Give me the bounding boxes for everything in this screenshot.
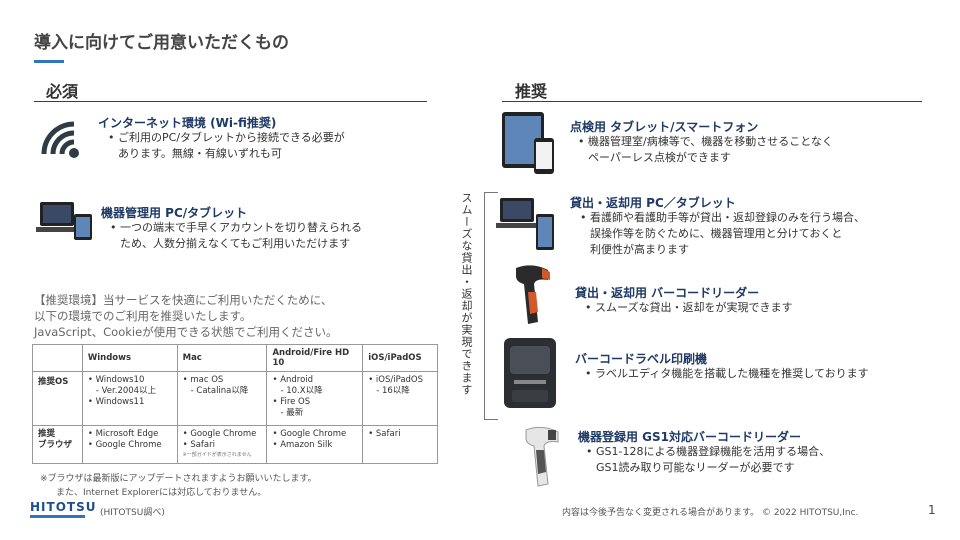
cell-text: Microsoft Edge [95,429,159,439]
gs1-barcode-reader-icon [522,424,562,488]
smooth-lending-vertical-label: スムーズな貸出・返却が実現できます [460,192,473,396]
source-note: (HITOTSU調べ) [100,508,165,518]
table-cell: • Windows10 - Ver.2004以上 • Windows11 [81,371,178,426]
cell-text: Safari [375,429,401,439]
cell-text: Amazon Silk [280,440,333,450]
table-row-os: 推奨OS • Windows10 - Ver.2004以上 • Windows1… [32,371,438,426]
table-row-browser: 推奨 ブラウザ • Microsoft Edge • Google Chrome… [32,425,438,464]
env-note-line: 【推奨環境】当サービスを快適にご利用いただくために、 [34,293,333,307]
laptop-tablet-icon [34,200,96,242]
cell-text: Windows10 [95,375,145,385]
required-rule [34,101,427,102]
pc-bullet-cont: ため、人数分揃えなくてもご利用いただけます [120,237,351,250]
table-header-cell [32,344,83,372]
pc-bullet-text: 一つの端末で手早くアカウントを切り替えられる [120,221,362,234]
environment-table: Windows Mac Android/Fire HD 10 iOS/iPadO… [32,344,438,464]
required-heading: 必須 [46,82,79,101]
rec-item-bullet: •GS1-128による機器登録機能を活用する場合、 GS1読み取り可能なリーダー… [586,445,831,474]
copyright: 内容は今後予告なく変更される場合があります。 © 2022 HITOTSU,In… [562,508,859,518]
pc-title: 機器管理用 PC/タブレット [101,206,248,220]
table-cell: • Google Chrome • Amazon Silk [266,425,364,464]
bullet-cont: 利便性が高まります [590,243,689,256]
cell-text: Windows11 [95,397,145,407]
laptop-tablet-icon [494,196,556,254]
rec-item-bullet: •スムーズな貸出・返却をが実現できます [585,301,793,314]
rec-item-bullet: •ラベルエディタ機能を搭載した機種を推奨しております [585,367,869,380]
internet-title: インターネット環境 (Wi-fi推奨) [98,116,277,130]
env-note: 【推奨環境】当サービスを快適にご利用いただくために、 以下の環境でのご利用を推奨… [34,292,337,340]
pc-bullet: •一つの端末で手早くアカウントを切り替えられる ため、人数分揃えなくてもご利用い… [110,221,362,250]
rec-item-title: 点検用 タブレット/スマートフォン [570,120,759,134]
cell-text: - 最新 [280,408,304,418]
cell-text: Google Chrome [280,429,347,439]
page-title: 導入に向けてご用意いただくもの [34,33,289,53]
internet-bullet: •ご利用のPC/タブレットから接続できる必要が あります。無線・有線いずれも可 [108,131,345,160]
cell-text: mac OS [190,375,224,385]
bullet-text: 看護師や看護助手等が貸出・返却登録のみを行う場合、 [590,211,865,224]
cell-note: ※一部ガイドが表示されません [182,452,252,458]
ie-footnote: また、Internet Explorerには対応しておりません。 [56,488,267,498]
env-note-line: JavaScript、Cookieが使用できる状態でご利用ください。 [34,325,338,339]
recommended-heading: 推奨 [515,82,548,101]
bullet-text: スムーズな貸出・返却をが実現できます [595,301,793,314]
rec-item-title: 貸出・返却用 PC／タブレット [570,196,736,210]
table-header-row: Windows Mac Android/Fire HD 10 iOS/iPadO… [32,344,438,372]
rec-item-title: 貸出・返却用 バーコードリーダー [575,286,760,300]
bullet-cont: 誤操作等を防ぐために、機器管理用と分けておくと [590,227,843,240]
browser-footnote: ※ブラウザは最新版にアップデートされますようお願いいたします。 [40,474,317,484]
cell-text: - Ver.2004以上 [95,386,157,396]
cell-text: ブラウザ [38,440,73,450]
cell-text: - 16以降 [376,386,410,396]
cell-text: iOS/iPadOS [375,375,424,385]
table-row-label: 推奨 ブラウザ [32,425,83,464]
hitotsu-logo: HITOTSU [30,500,97,514]
cell-text: Fire OS [280,397,311,407]
table-row-label: 推奨OS [32,371,83,426]
title-underline [34,60,64,63]
label-printer-icon [502,334,558,410]
bullet-text: GS1-128による機器登録機能を活用する場合、 [596,445,831,458]
internet-bullet-cont: あります。無線・有線いずれも可 [118,147,282,160]
rec-item-bullet: •機器管理室/病棟等で、機器を移動させることなく ペーパーレス点検ができます [578,135,833,164]
cell-text: Google Chrome [190,429,257,439]
rec-item-title: バーコードラベル印刷機 [575,352,708,366]
recommended-rule [502,101,922,102]
table-header-cell: iOS/iPadOS [362,344,438,372]
cell-text: 推奨 [38,429,56,439]
bracket [484,192,498,420]
table-cell: • Safari [362,425,438,464]
table-header-cell: Windows [81,344,178,372]
cell-text: - 10.X以降 [280,386,323,396]
internet-bullet-text: ご利用のPC/タブレットから接続できる必要が [118,131,345,144]
tablet-smartphone-icon [500,110,558,176]
rec-item-title: 機器登録用 GS1対応バーコードリーダー [578,430,802,444]
bullet-cont: ペーパーレス点検ができます [588,151,731,164]
cell-text: Safari [190,440,215,450]
cell-text: Android [280,375,314,385]
table-cell: • mac OS - Catalina以降 [176,371,268,426]
wifi-icon [40,114,86,160]
logo-underline [30,515,85,518]
cell-text: - Catalina以降 [190,386,249,396]
bullet-text: ラベルエディタ機能を搭載した機種を推奨しております [595,367,869,380]
bullet-text: 機器管理室/病棟等で、機器を移動させることなく [588,135,833,148]
page-number: 1 [928,503,936,517]
env-note-line: 以下の環境でのご利用を推奨いたします。 [34,309,252,323]
bullet-cont: GS1読み取り可能なリーダーが必要です [596,461,795,474]
table-cell: • iOS/iPadOS - 16以降 [362,371,438,426]
table-header-cell: Android/Fire HD 10 [266,344,364,372]
table-cell: • Google Chrome • Safari ※一部ガイドが表示されません [176,425,268,464]
rec-item-bullet: •看護師や看護助手等が貸出・返却登録のみを行う場合、 誤操作等を防ぐために、機器… [580,211,865,256]
table-header-cell: Mac [176,344,268,372]
table-cell: • Microsoft Edge • Google Chrome [81,425,178,464]
cell-text: Google Chrome [95,440,162,450]
barcode-reader-icon [512,262,552,326]
table-cell: • Android - 10.X以降 • Fire OS - 最新 [266,371,364,426]
